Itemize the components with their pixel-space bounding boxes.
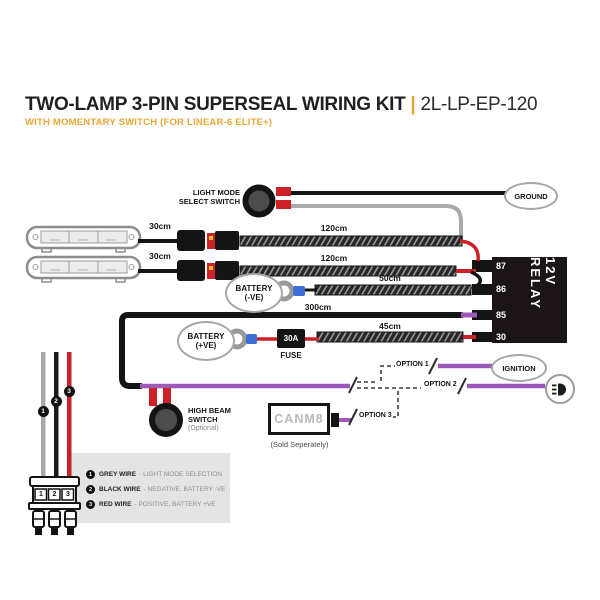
legend-panel	[70, 453, 230, 523]
wire-badge-2: 2	[50, 396, 62, 407]
battery-negative-node: BATTERY (-VE)	[225, 273, 283, 313]
relay-pin-stubs	[472, 260, 494, 342]
connector-pin-1: 1	[39, 491, 43, 498]
light-mode-switch-label: LIGHT MODE SELECT SWITCH	[178, 188, 240, 206]
connector-pin-2: 2	[52, 491, 57, 498]
relay-12v: 87 86 85 30 12V RELAY	[492, 257, 567, 343]
fuse-label: FUSE	[280, 351, 302, 360]
wire-badge-3: 3	[63, 386, 75, 397]
switch-terminal	[163, 388, 171, 406]
crimp-blue	[293, 286, 305, 296]
switch-terminal	[276, 200, 291, 209]
ignition-node: IGNITION	[491, 354, 547, 382]
title-separator: |	[410, 94, 416, 115]
loom-120cm-2	[239, 265, 457, 277]
title-part-number: 2L-LP-EP-120	[420, 94, 538, 115]
loom-50cm	[314, 284, 472, 296]
switch-terminal	[149, 388, 157, 406]
superseal-connector	[207, 233, 215, 249]
light-bar-2	[25, 255, 142, 283]
length-battery-neg: 50cm	[379, 273, 401, 283]
optional-note: (Optional)	[188, 425, 219, 432]
length-main: 300cm	[304, 302, 332, 312]
superseal-connector	[207, 263, 215, 279]
length-loom2: 120cm	[320, 253, 348, 263]
splice-marks	[348, 357, 467, 426]
page-subtitle: WITH MOMENTARY SWITCH (FOR LINEAR-6 ELIT…	[25, 117, 273, 128]
length-lamp1: 30cm	[149, 221, 171, 231]
trigger-wire-300cm	[119, 312, 463, 389]
wire-badge-1: 1	[37, 406, 49, 417]
option-3-label: OPTION 3	[359, 412, 392, 419]
legend-item-grey: 1 GREY WIRE - LIGHT MODE SELECTION	[86, 470, 222, 479]
relay-pin-85: 85	[496, 310, 507, 320]
link-87-86	[470, 270, 482, 291]
length-battery-pos: 45cm	[379, 321, 401, 331]
length-loom1: 120cm	[320, 223, 348, 233]
high-beam-indicator	[545, 374, 575, 404]
lamp-feed-to-87	[459, 239, 480, 262]
light-bar-1	[25, 225, 142, 253]
connector-pin-3: 3	[66, 491, 70, 498]
length-lamp2: 30cm	[149, 251, 171, 261]
canm8-module: CANM8	[268, 403, 330, 435]
legend-item-black: 2 BLACK WIRE - NEGATIVE, BATTERY -VE	[86, 485, 225, 494]
option-1-label: OPTION 1	[396, 361, 429, 368]
loom-120cm-1	[239, 235, 463, 247]
light-mode-switch-knob	[242, 184, 276, 218]
red-lead-wire	[67, 352, 72, 483]
fuse-30a: 30A	[277, 329, 305, 348]
relay-pin-86: 86	[496, 284, 507, 294]
legend: 1 GREY WIRE - LIGHT MODE SELECTION 2 BLA…	[70, 453, 230, 523]
light-mode-grey-wire	[291, 204, 463, 241]
black-lead-wire	[54, 352, 59, 483]
high-beam-icon	[551, 383, 566, 395]
lamp1-connector	[177, 230, 205, 251]
relay-pin-30: 30	[496, 332, 507, 342]
switch-terminal	[276, 187, 291, 196]
relay-pin-87: 87	[496, 261, 507, 271]
option-branch-dashes	[357, 365, 421, 418]
title-main: TWO-LAMP 3-PIN SUPERSEAL WIRING KIT	[25, 94, 406, 115]
crimp-blue	[246, 334, 257, 344]
high-beam-switch-label: HIGH BEAM SWITCH (Optional)	[188, 406, 231, 432]
lamp2-connector	[177, 260, 205, 281]
battery-positive-node: BATTERY (+VE)	[177, 321, 235, 361]
ground-node: GROUND	[504, 182, 558, 210]
loom-45cm	[316, 331, 464, 343]
sold-separately-note: (Sold Seperately)	[270, 440, 329, 449]
three-pin-connector	[28, 476, 81, 535]
legend-item-red: 3 RED WIRE - POSITIVE, BATTERY +VE	[86, 500, 216, 509]
page-title: TWO-LAMP 3-PIN SUPERSEAL WIRING KIT|2L-L…	[25, 94, 538, 116]
high-beam-switch-knob	[149, 403, 183, 437]
grey-lead-wire	[41, 352, 46, 483]
relay-label: 12V RELAY	[528, 257, 558, 310]
option-2-label: OPTION 2	[424, 381, 457, 388]
